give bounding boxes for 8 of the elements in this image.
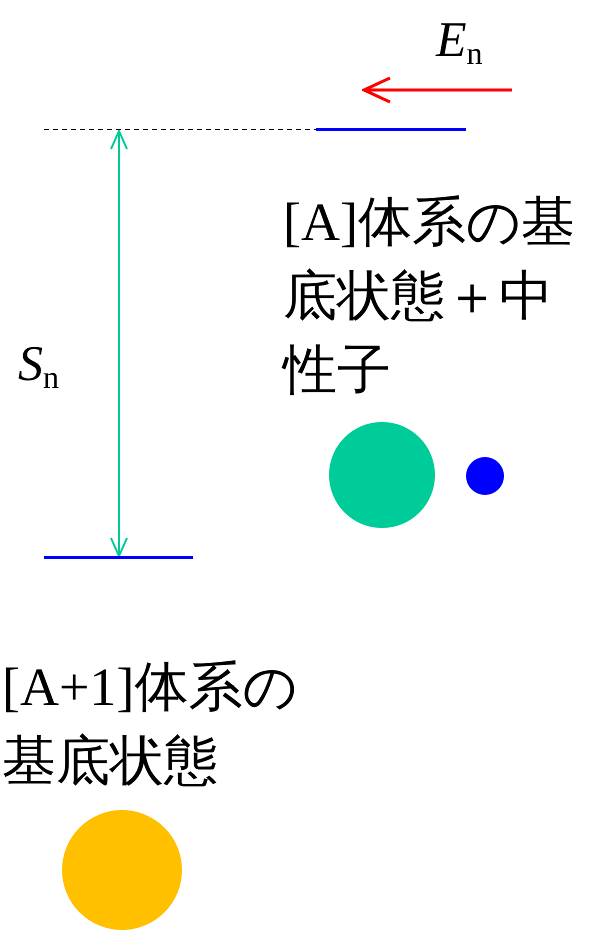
energy-level-line [44, 556, 193, 559]
neutron-circle [466, 457, 504, 495]
double-arrow [110, 130, 128, 557]
energy-level-line [44, 128, 466, 131]
edge-label: S$_{n}$ [18, 338, 59, 393]
symbol-label: E$_{n}$ [436, 14, 483, 69]
state-label: [A+1]体系の基底状態 [2, 656, 298, 793]
state-label: [A]体系の基底状態＋中性子 [283, 191, 576, 402]
